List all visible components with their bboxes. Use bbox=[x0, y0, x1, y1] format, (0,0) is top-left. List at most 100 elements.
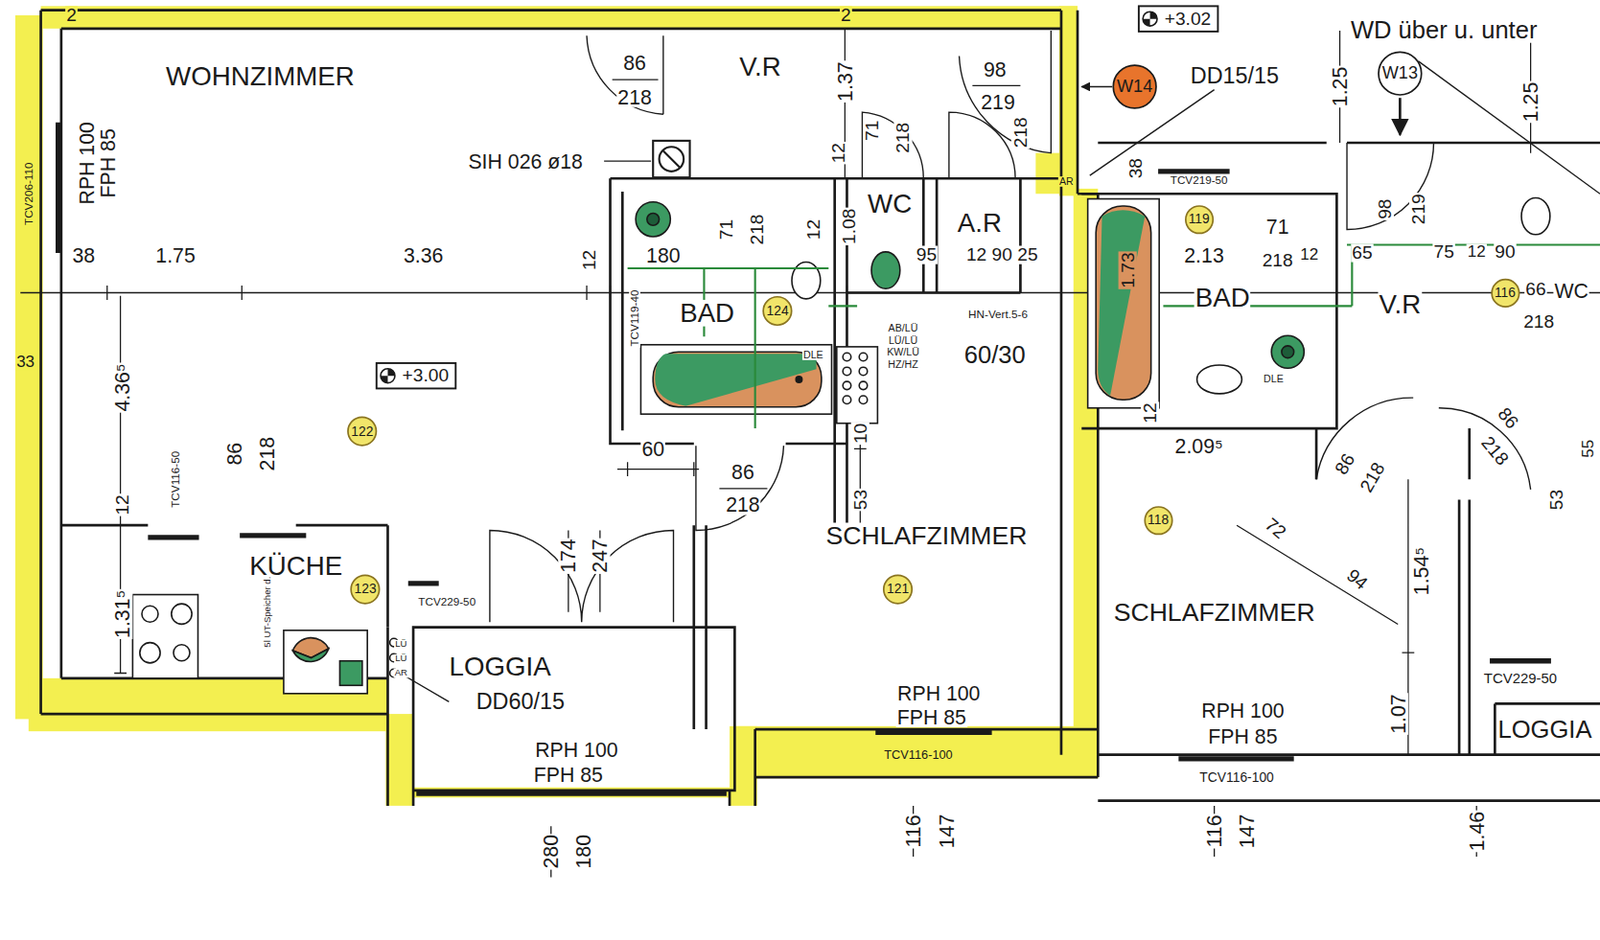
plan-label: RPH 100 bbox=[896, 683, 982, 704]
chimney bbox=[663, 151, 680, 168]
plan-label: 2.13 bbox=[1182, 244, 1226, 265]
node-text: W14 bbox=[1116, 77, 1153, 96]
node-text-wrap: W14 bbox=[1112, 64, 1158, 110]
callout-circle: 116 bbox=[1490, 278, 1521, 308]
plan-label: DLE bbox=[802, 349, 825, 361]
plan-label: LOGGIA bbox=[1496, 717, 1593, 743]
plan-label: 1.46 bbox=[1466, 811, 1487, 854]
callout-circle: 122 bbox=[347, 416, 378, 447]
plan-label: LÜ bbox=[394, 654, 408, 665]
node-text: 121 bbox=[886, 582, 909, 598]
plan-label: 3.36 bbox=[402, 244, 445, 265]
callout-circle: 121 bbox=[882, 574, 914, 605]
plan-label: 2.09⁵ bbox=[1173, 436, 1224, 457]
plan-label: 98 bbox=[982, 59, 1008, 80]
plan-label: TCV229-50 bbox=[417, 596, 477, 608]
plan-label: AR bbox=[1058, 176, 1075, 187]
wall bbox=[41, 10, 1099, 778]
plan-label: WC bbox=[866, 190, 913, 218]
fixture bbox=[132, 197, 1550, 694]
plan-label: 2 bbox=[839, 5, 853, 24]
plan-label: FPH 85 bbox=[533, 765, 604, 786]
plan-label: 12 bbox=[1298, 247, 1320, 264]
plan-label: 116 bbox=[903, 813, 924, 849]
fixture bbox=[171, 603, 192, 625]
wall-highlight bbox=[385, 714, 414, 807]
fixture bbox=[842, 367, 852, 376]
plan-label: 38 bbox=[1126, 157, 1145, 180]
plan-label: 55 bbox=[1579, 439, 1597, 460]
plan-label: 218 bbox=[724, 494, 762, 515]
plan-label: DD15/15 bbox=[1189, 65, 1281, 88]
elevation-marker: +3.02 bbox=[1137, 4, 1220, 33]
plan-label: 147 bbox=[936, 813, 957, 851]
fixture bbox=[1271, 335, 1304, 369]
plan-label: SCHLAFZIMMER bbox=[824, 523, 1028, 550]
leader-line bbox=[1418, 61, 1600, 194]
callout-ring bbox=[763, 297, 791, 325]
door-swing bbox=[1316, 397, 1531, 490]
plan-label: 12 bbox=[113, 493, 132, 516]
plan-label: 280 bbox=[540, 834, 561, 871]
bathtub bbox=[640, 199, 1160, 416]
plan-label: 219 bbox=[979, 92, 1017, 113]
node-text-wrap: W13 bbox=[1377, 50, 1423, 96]
plan-label: 53 bbox=[1547, 488, 1566, 511]
plan-label: 147 bbox=[1236, 813, 1257, 851]
plan-label: 75 bbox=[1432, 242, 1455, 261]
door-swing bbox=[586, 35, 664, 115]
plan-label: 71 bbox=[717, 218, 736, 241]
plan-label: 218 bbox=[1522, 312, 1555, 331]
window-mark bbox=[58, 122, 1552, 794]
callout-circle: 123 bbox=[349, 574, 381, 605]
leader-line bbox=[1398, 97, 1402, 135]
node-text-wrap: +3.00 bbox=[375, 361, 458, 390]
fixture bbox=[139, 643, 161, 664]
plan-label: 12 90 25 bbox=[965, 246, 1040, 265]
plan-label: 65 bbox=[1350, 243, 1373, 262]
node-text-wrap: 124 bbox=[762, 296, 793, 327]
plan-label: HZ/HZ bbox=[886, 360, 919, 372]
plan-label: 53 bbox=[851, 488, 870, 511]
plan-label: 218 bbox=[747, 212, 766, 246]
plan-label: WC bbox=[1553, 280, 1590, 302]
plan-label: 94 bbox=[1343, 565, 1372, 595]
plan-label: BAD bbox=[1194, 284, 1252, 312]
plan-label: AR bbox=[394, 669, 409, 679]
bathtub bbox=[795, 376, 802, 383]
dimension-line bbox=[20, 28, 1600, 879]
node-text-wrap: +3.02 bbox=[1137, 4, 1220, 33]
callout-ring bbox=[1378, 51, 1422, 95]
plan-label: 33 bbox=[15, 353, 36, 371]
plan-label: RPH 100 bbox=[76, 120, 97, 207]
callout-ring bbox=[1144, 507, 1172, 534]
plan-label: 12 bbox=[1140, 401, 1160, 424]
bathtub bbox=[654, 353, 816, 406]
fixture bbox=[1281, 346, 1295, 359]
plan-label: 72 bbox=[1260, 513, 1290, 543]
plan-label: BAD bbox=[678, 300, 736, 327]
node-text: W13 bbox=[1382, 64, 1418, 83]
bathtub bbox=[1088, 199, 1160, 409]
plan-label: 71 bbox=[1265, 216, 1291, 237]
fixture bbox=[836, 347, 879, 424]
plan-label: 218 bbox=[1356, 459, 1390, 497]
node-text-wrap: 123 bbox=[349, 574, 381, 605]
elevation-marker: +3.00 bbox=[375, 361, 458, 390]
plan-label: 116 bbox=[1204, 813, 1225, 849]
callout-circle: 119 bbox=[1183, 205, 1214, 235]
plan-label: 12 bbox=[829, 141, 848, 164]
plan-label: V.R bbox=[1378, 290, 1423, 318]
node-text-wrap: 119 bbox=[1183, 205, 1214, 235]
callout-ring bbox=[883, 575, 912, 603]
callout-circle: 124 bbox=[762, 296, 793, 327]
plan-label: 1.25 bbox=[1329, 66, 1350, 109]
node-text-wrap: 116 bbox=[1490, 278, 1521, 308]
plan-label: WD über u. unter bbox=[1349, 18, 1539, 44]
wall-highlight bbox=[15, 5, 1098, 806]
plan-label: SCHLAFZIMMER bbox=[1113, 599, 1317, 626]
plan-label: 86 bbox=[622, 52, 648, 73]
plan-label: 60/30 bbox=[963, 343, 1027, 369]
fixture bbox=[173, 645, 190, 662]
